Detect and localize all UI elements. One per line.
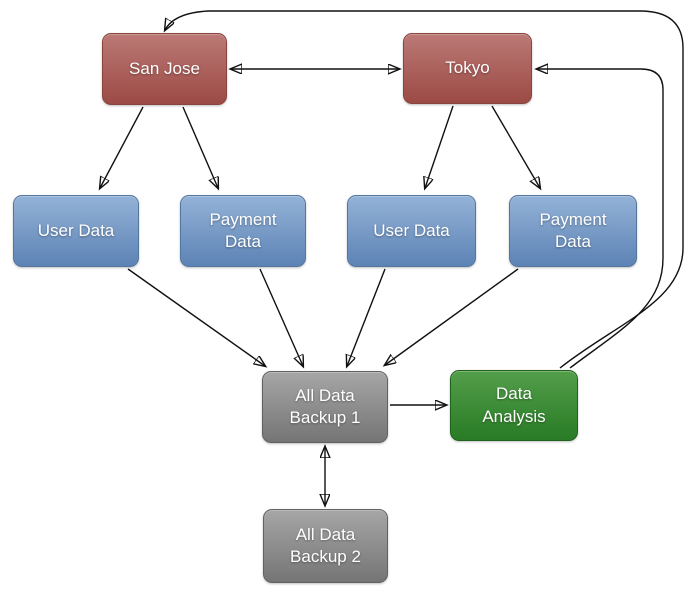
node-all-data-backup-1: All Data Backup 1 bbox=[262, 371, 388, 443]
node-label: All Data Backup 2 bbox=[290, 524, 361, 566]
edge-user-data-west-backup-1 bbox=[127, 268, 265, 366]
node-label: Data Analysis bbox=[482, 384, 546, 426]
node-label: User Data bbox=[373, 220, 450, 240]
node-label: Payment Data bbox=[539, 209, 607, 251]
node-label: Tokyo bbox=[445, 58, 490, 78]
node-payment-data-west: Payment Data bbox=[180, 195, 306, 267]
node-payment-data-east: Payment Data bbox=[509, 195, 637, 267]
node-tokyo: Tokyo bbox=[403, 33, 532, 104]
edge-tokyo-user-data-east bbox=[425, 105, 454, 188]
edge-san-jose-user-data-west bbox=[100, 106, 144, 188]
node-label: Payment Data bbox=[209, 209, 277, 251]
edge-user-data-east-backup-1 bbox=[347, 268, 386, 366]
node-user-data-west: User Data bbox=[13, 195, 139, 267]
node-label: San Jose bbox=[129, 58, 200, 78]
node-label: User Data bbox=[37, 220, 115, 240]
node-san-jose: San Jose bbox=[102, 33, 227, 105]
edge-payment-data-east-backup-1 bbox=[385, 268, 519, 365]
edge-san-jose-payment-data-west bbox=[182, 106, 218, 188]
edge-tokyo-payment-data-east bbox=[491, 105, 540, 188]
edge-payment-data-west-backup-1 bbox=[259, 268, 303, 366]
node-label: All Data Backup 1 bbox=[289, 385, 361, 427]
node-user-data-east: User Data bbox=[347, 195, 476, 267]
node-all-data-backup-2: All Data Backup 2 bbox=[263, 509, 388, 583]
node-data-analysis: Data Analysis bbox=[450, 370, 578, 441]
